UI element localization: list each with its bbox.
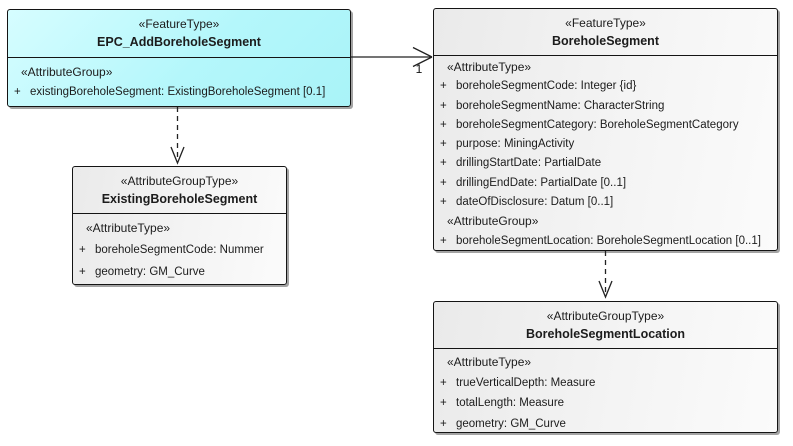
multiplicity-label: 1 [411, 62, 427, 76]
attribute-row[interactable]: + boreholeSegmentCode: Integer {id} [434, 77, 777, 96]
class-name: BoreholeSegment [434, 34, 777, 48]
visibility-marker: + [434, 393, 456, 414]
stereotype-row: «AttributeGroup» [434, 212, 777, 231]
class-header: «AttributeGroupType» BoreholeSegmentLoca… [434, 302, 777, 349]
attribute-row[interactable]: + purpose: MiningActivity [434, 135, 777, 154]
attribute-text: existingBoreholeSegment: ExistingBorehol… [30, 82, 350, 102]
visibility-marker: + [73, 261, 95, 283]
attribute-row[interactable]: + drillingEndDate: PartialDate [0..1] [434, 174, 777, 193]
visibility-marker: + [434, 414, 456, 435]
class-box-boreholesegment[interactable]: «FeatureType» BoreholeSegment «Attribute… [433, 8, 778, 251]
attribute-row[interactable]: + boreholeSegmentName: CharacterString [434, 97, 777, 116]
class-stereotype: «FeatureType» [8, 17, 350, 31]
attribute-text: boreholeSegmentLocation: BoreholeSegment… [456, 232, 777, 251]
visibility-marker: + [434, 174, 456, 193]
class-box-existingboreholesegment[interactable]: «AttributeGroupType» ExistingBoreholeSeg… [72, 166, 287, 285]
attribute-row[interactable]: + trueVerticalDepth: Measure [434, 373, 777, 394]
attribute-text: totalLength: Measure [456, 393, 777, 414]
attribute-text: drillingStartDate: PartialDate [456, 154, 777, 173]
visibility-marker: + [434, 116, 456, 135]
stereotype-row: «AttributeType» [434, 58, 777, 77]
attribute-text: purpose: MiningActivity [456, 135, 777, 154]
stereotype-row: «AttributeType» [73, 217, 286, 239]
open-arrowhead-icon [171, 147, 184, 163]
attribute-compartment: «AttributeType» + boreholeSegmentCode: N… [73, 214, 286, 283]
visibility-marker: + [73, 239, 95, 261]
class-name: BoreholeSegmentLocation [434, 327, 777, 341]
open-arrowhead-icon [599, 281, 612, 297]
attribute-row[interactable]: + drillingStartDate: PartialDate [434, 154, 777, 173]
visibility-marker: + [434, 154, 456, 173]
class-stereotype: «FeatureType» [434, 16, 777, 30]
attribute-row[interactable]: + geometry: GM_Curve [73, 261, 286, 283]
attribute-row[interactable]: + totalLength: Measure [434, 393, 777, 414]
attribute-text: geometry: GM_Curve [95, 261, 286, 283]
attribute-row[interactable]: + geometry: GM_Curve [434, 414, 777, 435]
class-header: «FeatureType» EPC_AddBoreholeSegment [8, 10, 350, 58]
class-box-epc-addboreholesegment[interactable]: «FeatureType» EPC_AddBoreholeSegment «At… [7, 9, 351, 107]
visibility-marker: + [434, 77, 456, 96]
class-name: EPC_AddBoreholeSegment [8, 35, 350, 49]
stereotype-row: «AttributeGroup» [8, 62, 350, 82]
visibility-marker: + [434, 135, 456, 154]
stereotype-row: «AttributeType» [434, 352, 777, 373]
attribute-row[interactable]: + boreholeSegmentCode: Nummer [73, 239, 286, 261]
class-header: «AttributeGroupType» ExistingBoreholeSeg… [73, 167, 286, 214]
attribute-text: boreholeSegmentCode: Integer {id} [456, 77, 777, 96]
attribute-row[interactable]: + boreholeSegmentLocation: BoreholeSegme… [434, 232, 777, 251]
visibility-marker: + [434, 373, 456, 394]
dependency-connector-location[interactable] [599, 251, 612, 297]
class-name: ExistingBoreholeSegment [73, 192, 286, 206]
attribute-compartment: «AttributeType» + trueVerticalDepth: Mea… [434, 349, 777, 434]
attribute-row[interactable]: + existingBoreholeSegment: ExistingBoreh… [8, 82, 350, 102]
attribute-text: dateOfDisclosure: Datum [0..1] [456, 193, 777, 212]
visibility-marker: + [434, 193, 456, 212]
attribute-text: trueVerticalDepth: Measure [456, 373, 777, 394]
class-header: «FeatureType» BoreholeSegment [434, 9, 777, 56]
attribute-text: boreholeSegmentName: CharacterString [456, 97, 777, 116]
visibility-marker: + [434, 232, 456, 251]
attribute-text: boreholeSegmentCode: Nummer [95, 239, 286, 261]
attribute-text: drillingEndDate: PartialDate [0..1] [456, 174, 777, 193]
visibility-marker: + [8, 82, 30, 102]
attribute-row[interactable]: + boreholeSegmentCategory: BoreholeSegme… [434, 116, 777, 135]
attribute-text: geometry: GM_Curve [456, 414, 777, 435]
attribute-text: boreholeSegmentCategory: BoreholeSegment… [456, 116, 777, 135]
attribute-compartment: «AttributeType» + boreholeSegmentCode: I… [434, 56, 777, 251]
class-stereotype: «AttributeGroupType» [73, 174, 286, 188]
class-stereotype: «AttributeGroupType» [434, 309, 777, 323]
attribute-compartment: «AttributeGroup» + existingBoreholeSegme… [8, 58, 350, 102]
dependency-connector-existing[interactable] [171, 107, 184, 163]
visibility-marker: + [434, 97, 456, 116]
class-box-boreholesegmentlocation[interactable]: «AttributeGroupType» BoreholeSegmentLoca… [433, 301, 778, 433]
attribute-row[interactable]: + dateOfDisclosure: Datum [0..1] [434, 193, 777, 212]
